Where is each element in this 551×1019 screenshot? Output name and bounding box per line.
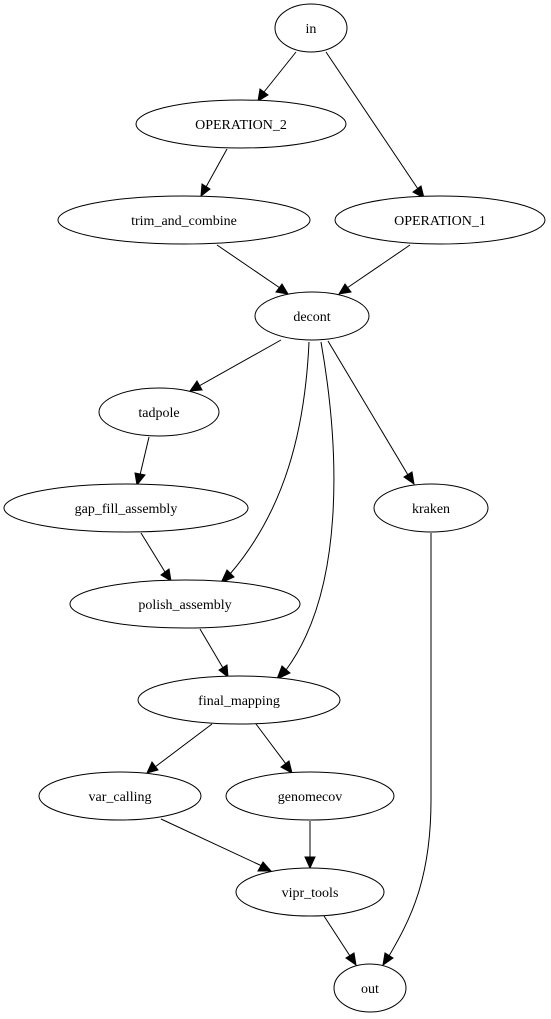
edge-in-to-operation-2 <box>257 51 297 102</box>
node-tadpole: tadpole <box>98 387 220 437</box>
edges <box>134 51 432 967</box>
node-genomecov: genomecov <box>225 771 395 821</box>
node-out-label: out <box>361 982 379 997</box>
node-final-mapping: final_mapping <box>137 675 341 725</box>
node-tadpole-label: tadpole <box>138 406 179 421</box>
node-trim-and-combine-label: trim_and_combine <box>131 214 237 229</box>
node-genomecov-label: genomecov <box>278 790 343 805</box>
edge-final-mapping-to-genomecov <box>255 723 293 774</box>
edge-final-mapping-to-var-calling <box>146 723 213 774</box>
edge-in-to-operation-1 <box>325 51 425 199</box>
node-trim-and-combine: trim_and_combine <box>57 195 311 245</box>
node-gap-fill-assembly: gap_fill_assembly <box>3 483 249 533</box>
edge-var-calling-to-vipr-tools <box>160 818 273 872</box>
node-polish-assembly-label: polish_assembly <box>138 598 231 613</box>
edge-genomecov-to-vipr-tools <box>304 821 316 870</box>
edge-tadpole-to-gap-fill-assembly <box>134 436 150 487</box>
node-gap-fill-assembly-label: gap_fill_assembly <box>75 502 178 517</box>
node-final-mapping-label: final_mapping <box>198 694 280 709</box>
node-var-calling: var_calling <box>38 771 202 821</box>
node-decont-label: decont <box>293 310 330 325</box>
edge-polish-assembly-to-final-mapping <box>199 628 229 679</box>
node-kraken: kraken <box>373 483 489 533</box>
edge-decont-to-tadpole <box>188 339 282 392</box>
node-vipr-tools: vipr_tools <box>235 867 385 917</box>
edge-decont-to-polish-assembly <box>219 341 310 585</box>
node-operation-2: OPERATION_2 <box>135 99 347 149</box>
edge-operation-1-to-decont <box>338 244 411 295</box>
node-operation-1: OPERATION_1 <box>334 195 546 245</box>
node-operation-2-label: OPERATION_2 <box>195 118 287 133</box>
node-out: out <box>333 963 407 1013</box>
edge-decont-to-final-mapping <box>276 341 335 680</box>
edge-operation-2-to-trim-and-combine <box>200 148 228 198</box>
node-in: in <box>274 3 348 53</box>
node-vipr-tools-label: vipr_tools <box>282 886 339 901</box>
edge-decont-to-kraken <box>327 340 415 486</box>
node-in-label: in <box>306 22 317 37</box>
node-operation-1-label: OPERATION_1 <box>394 214 486 229</box>
node-polish-assembly: polish_assembly <box>69 579 301 629</box>
edge-trim-and-combine-to-decont <box>216 244 289 295</box>
edge-vipr-tools-to-out <box>323 915 357 967</box>
node-decont: decont <box>254 291 370 341</box>
nodes: in OPERATION_2 OPERATION_1 trim_and_comb… <box>3 3 546 1013</box>
node-kraken-label: kraken <box>412 502 450 517</box>
edge-kraken-to-out <box>382 533 432 967</box>
edge-gap-fill-assembly-to-polish-assembly <box>140 532 172 582</box>
node-var-calling-label: var_calling <box>89 790 152 805</box>
